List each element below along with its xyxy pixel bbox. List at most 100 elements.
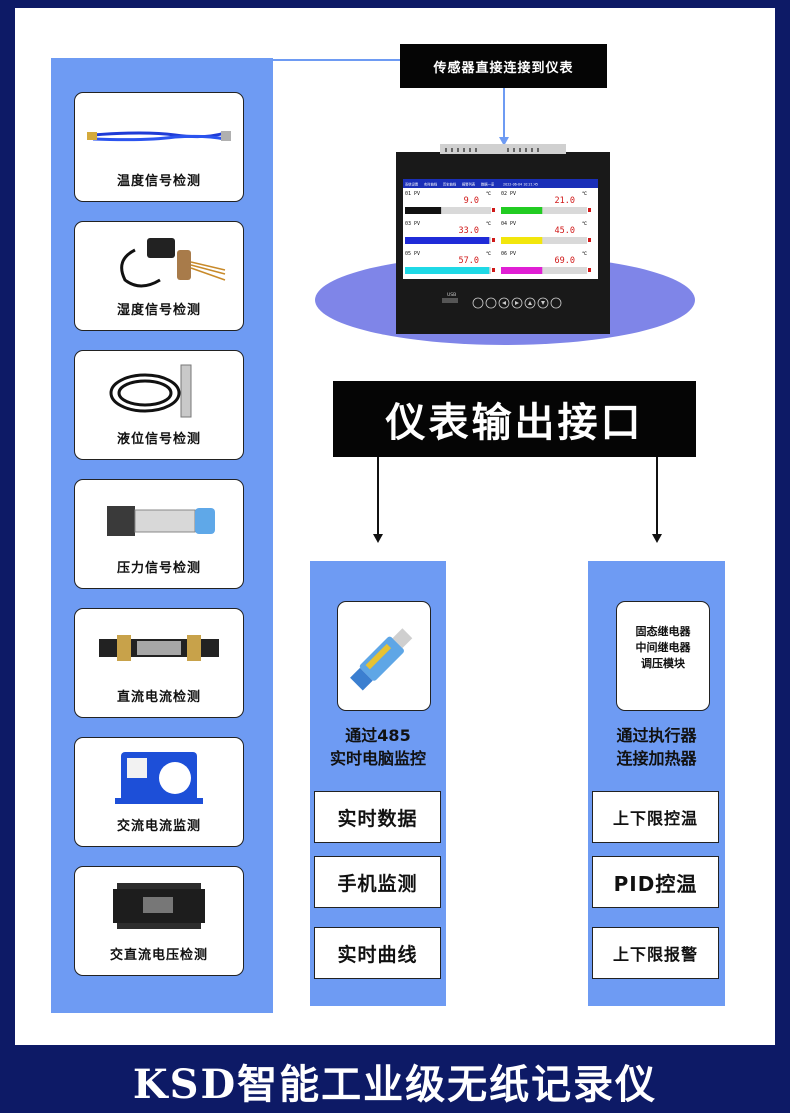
- arrow-down-icon: [373, 534, 383, 543]
- humidity-sensor-icon: [120, 238, 226, 288]
- channel-id: 05 PV: [405, 251, 420, 257]
- mobile-monitor-button[interactable]: 手机监测: [314, 856, 441, 908]
- sensor-card-level: 液位信号检测: [74, 350, 244, 460]
- sensor-card-pressure: 压力信号检测: [74, 479, 244, 589]
- relay-list: 固态继电器 中间继电器 调压模块: [617, 624, 709, 672]
- rs485-line2: 实时电脑监控: [329, 749, 426, 768]
- sensor-connect-label: 传感器直接连接到仪表: [400, 44, 607, 88]
- channel-alarm-marker: [492, 268, 495, 272]
- channel-bar-fill: [501, 207, 543, 214]
- current-transformer-icon: [115, 752, 203, 804]
- channel-alarm-marker: [492, 208, 495, 212]
- channel-unit: ℃: [582, 191, 588, 197]
- footer-title: KSD智能工业级无纸记录仪: [132, 1060, 658, 1108]
- realtime-curve-button[interactable]: 实时曲线: [314, 927, 441, 979]
- channel-value: 33.0: [459, 226, 479, 236]
- limit-temp-control-button[interactable]: 上下限控温: [592, 791, 719, 843]
- sensor-card-humidity: 湿度信号检测: [74, 221, 244, 331]
- recorder-channel: 04 PV ℃ 45.0: [501, 221, 591, 244]
- voltage-module-icon: [113, 883, 205, 929]
- output-interface-title: 仪表输出接口: [333, 381, 696, 457]
- sensor-panel: 温度信号检测 湿度信号检测 液位信号检测 压力信号检测: [51, 58, 273, 1013]
- pid-control-button[interactable]: PID控温: [592, 856, 719, 908]
- realtime-data-button[interactable]: 实时数据: [314, 791, 441, 843]
- channel-alarm-marker: [588, 268, 591, 272]
- channel-bar-track: [405, 207, 491, 214]
- sensor-card-ac-current: 交流电流监测: [74, 737, 244, 847]
- actuator-line1: 通过执行器: [616, 726, 697, 745]
- sensor-card-temperature: 温度信号检测: [74, 92, 244, 202]
- sensor-label: 交流电流监测: [116, 819, 201, 834]
- sensor-label: 湿度信号检测: [116, 303, 201, 318]
- sensor-label: 液位信号检测: [116, 432, 201, 447]
- recorder-menu-item: 实时曲线: [424, 182, 438, 187]
- usb-label: USB: [447, 292, 456, 298]
- recorder-channel: 06 PV ℃ 69.0: [501, 251, 591, 274]
- recorder-menu-item: 数据一览: [481, 182, 495, 187]
- channel-id: 03 PV: [405, 221, 420, 227]
- actuator-line2: 连接加热器: [616, 749, 697, 768]
- shunt-resistor-icon: [99, 635, 219, 661]
- channel-value: 21.0: [555, 196, 575, 206]
- recorder-channel: 02 PV ℃ 21.0: [501, 191, 591, 214]
- sensor-label: 压力信号检测: [116, 561, 201, 576]
- channel-alarm-marker: [492, 238, 495, 242]
- channel-value: 45.0: [555, 226, 575, 236]
- recorder-datetime: 2022-06-04 10:21:45: [503, 183, 538, 187]
- relay-item: 中间继电器: [635, 641, 691, 654]
- relay-info-card: 固态继电器 中间继电器 调压模块: [616, 601, 710, 711]
- channel-id: 04 PV: [501, 221, 516, 227]
- channel-id: 01 PV: [405, 191, 420, 197]
- channel-bar-fill: [501, 237, 543, 244]
- rs485-panel: 通过485 实时电脑监控 实时数据 手机监测 实时曲线: [310, 561, 446, 1006]
- connector-line: [273, 59, 400, 61]
- temperature-probe-icon: [87, 131, 231, 142]
- recorder-channel: 03 PV ℃ 33.0: [405, 221, 495, 244]
- recorder-menu-item: 系统设置: [405, 182, 419, 187]
- channel-id: 02 PV: [501, 191, 516, 197]
- actuator-panel: 固态继电器 中间继电器 调压模块 通过执行器 连接加热器 上下限控温 PID控温…: [588, 561, 725, 1006]
- device-screen: [403, 179, 598, 279]
- channel-alarm-marker: [588, 208, 591, 212]
- sensor-card-dc-current: 直流电流检测: [74, 608, 244, 718]
- channel-id: 06 PV: [501, 251, 516, 257]
- actuator-description: 通过执行器 连接加热器: [588, 724, 725, 770]
- channel-unit: ℃: [582, 221, 588, 227]
- sensor-label: 直流电流检测: [116, 690, 201, 705]
- channel-unit: ℃: [486, 191, 492, 197]
- recorder-channel: 05 PV ℃ 57.0: [405, 251, 495, 274]
- channel-bar-fill: [405, 267, 490, 274]
- pressure-sensor-icon: [107, 506, 215, 536]
- channel-value: 69.0: [555, 256, 575, 266]
- channel-unit: ℃: [486, 251, 492, 257]
- rs485-description: 通过485 实时电脑监控: [310, 724, 446, 770]
- channel-bar-fill: [405, 237, 490, 244]
- sensor-card-voltage: 交直流电压检测: [74, 866, 244, 976]
- channel-unit: ℃: [582, 251, 588, 257]
- relay-item: 调压模块: [641, 657, 685, 670]
- channel-unit: ℃: [486, 221, 492, 227]
- channel-bar-fill: [405, 207, 442, 214]
- recorder-channel: 01 PV ℃ 9.0: [405, 191, 495, 214]
- channel-bar-track: [501, 207, 587, 214]
- sensor-label: 温度信号检测: [116, 174, 201, 189]
- adapter-image-card: [337, 601, 431, 711]
- usb-485-adapter-icon: [350, 628, 413, 691]
- channel-alarm-marker: [588, 238, 591, 242]
- channel-bar-track: [501, 237, 587, 244]
- recorder-menu-item: 历史曲线: [443, 182, 457, 187]
- level-sensor-icon: [109, 364, 192, 418]
- recorder-menu-item: 报警列表: [462, 182, 476, 187]
- sensor-label: 交直流电压检测: [109, 948, 208, 963]
- rs485-line1: 通过485: [345, 726, 411, 745]
- limit-alarm-button[interactable]: 上下限报警: [592, 927, 719, 979]
- channel-value: 9.0: [464, 196, 479, 206]
- channel-value: 57.0: [459, 256, 479, 266]
- arrow-down-icon: [499, 137, 509, 146]
- channel-bar-fill: [501, 267, 543, 274]
- channel-bar-track: [501, 267, 587, 274]
- arrow-down-icon: [652, 534, 662, 543]
- relay-item: 固态继电器: [635, 625, 691, 638]
